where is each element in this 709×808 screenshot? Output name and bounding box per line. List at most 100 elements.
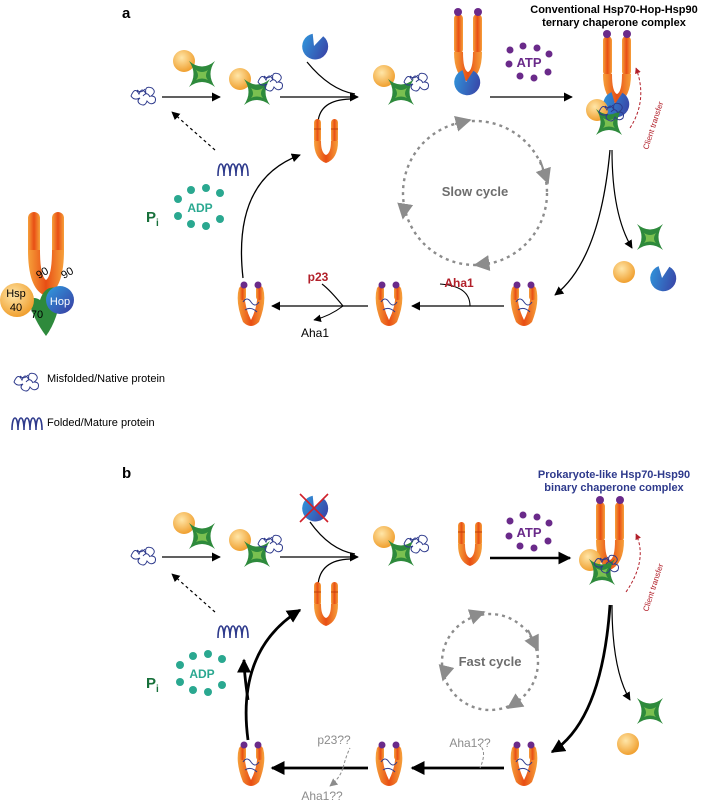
misfolded-protein-icon — [130, 546, 156, 566]
cycle-arrowhead — [438, 664, 455, 682]
aha1-label: Aha1?? — [449, 736, 491, 750]
fast-cycle-label: Fast cycle — [459, 654, 522, 669]
hsp90-closed-client-1 — [510, 741, 538, 787]
panel-a-title-line1: Conventional Hsp70-Hop-Hsp90 — [530, 4, 697, 16]
key-hsp40-line2: 40 — [10, 302, 22, 314]
maturation-arrow — [171, 111, 216, 151]
legend-folded-label: Folded/Mature protein — [47, 417, 155, 429]
cycle-arrowhead — [524, 629, 539, 652]
cycle-arrowhead — [397, 202, 414, 220]
key-hsp90-left: 90 — [34, 265, 51, 282]
misfolded-protein-icon — [130, 86, 156, 106]
client-transfer-arrow — [629, 67, 642, 129]
legend-misfolded-label: Misfolded/Native protein — [47, 373, 165, 385]
hsp70-client-complex — [373, 526, 429, 566]
folded-protein-icon — [217, 163, 249, 177]
key-hsp70: 70 — [31, 309, 43, 321]
aha1-release-label: Aha1 — [301, 326, 329, 340]
hsp90-joining-curve — [317, 558, 351, 586]
key-diagram: 90 90 Hsp 40 70 Hop — [0, 212, 76, 336]
hsp90-open — [457, 521, 483, 567]
hsp90-closed-client-3 — [237, 741, 265, 787]
hsp90-closed-client-2 — [375, 741, 403, 787]
arrow — [237, 658, 252, 701]
pi-label: Pi — [146, 209, 159, 229]
cycle-arrowhead — [473, 255, 491, 272]
fast-cycle-ring — [440, 612, 540, 712]
cycle-arrowhead — [506, 693, 525, 709]
hsp90-closed-client-1 — [510, 281, 538, 327]
binary-complex — [579, 496, 624, 585]
hop-joining-curve — [309, 521, 356, 555]
adp-label: ADP — [187, 201, 212, 215]
key-hop: Hop — [50, 296, 70, 308]
aha1-label: Aha1 — [444, 276, 474, 290]
aha1-release-curve — [329, 767, 344, 787]
hop-joining-curve — [306, 61, 356, 95]
aha1-release-curve — [313, 305, 344, 323]
panel-b-title-line2: binary chaperone complex — [544, 482, 684, 494]
client-transfer-arrow — [625, 533, 641, 593]
maturation-arrow — [171, 573, 216, 613]
aha1-release-label: Aha1?? — [301, 789, 343, 803]
hsp70-released-icon — [637, 224, 663, 250]
slow-cycle-label: Slow cycle — [442, 184, 508, 199]
hsp70-released-icon — [637, 698, 663, 724]
arrow — [550, 604, 612, 754]
p23-release-curve — [321, 283, 344, 307]
cycle-arrowhead — [467, 609, 486, 625]
aha1-joining-curve — [477, 743, 484, 769]
aha1-joining-curve — [439, 283, 471, 307]
hsp40-released-icon — [617, 733, 639, 755]
client-transfer-label: Client transfer — [641, 100, 665, 150]
hsp90-closed-client-2 — [375, 281, 403, 327]
atp-label: ATP — [516, 55, 541, 70]
hsp90-open-released — [313, 581, 339, 627]
panel-a-title-line2: ternary chaperone complex — [542, 17, 687, 29]
p23-release-curve — [342, 747, 351, 769]
folded-protein-icon — [217, 625, 249, 639]
hsp40-hsp70-client-complex — [229, 68, 283, 105]
panel-b-title-line1: Prokaryote-like Hsp70-Hsp90 — [538, 469, 690, 481]
ternary-complex — [586, 30, 634, 135]
atp-cluster: ATP — [505, 42, 553, 82]
key-hsp40-line1: Hsp — [6, 288, 26, 300]
hop-icon — [298, 29, 332, 64]
hsp90-open-with-hop — [449, 8, 485, 101]
panel-b-label: b — [122, 465, 131, 482]
pi-label: Pi — [146, 675, 159, 695]
legend-misfolded-icon — [13, 372, 39, 392]
legend-folded-icon — [11, 417, 43, 431]
hsp40-hsp70-pair — [173, 50, 215, 87]
arrow — [244, 608, 302, 741]
hsp90-joining-curve — [317, 98, 351, 123]
cycle-arrowhead — [535, 159, 551, 185]
panel-a-label: a — [122, 5, 131, 22]
hsp70-hop-client-complex — [373, 65, 429, 105]
arrow — [554, 149, 611, 296]
hsp90-open-released — [313, 118, 339, 164]
arrow — [611, 604, 631, 701]
hsp40-released-icon — [613, 261, 635, 283]
panel-a: a Conventional Hsp70-Hop-Hsp90 ternary c… — [122, 4, 698, 340]
hsp90-closed-client-3 — [237, 281, 265, 327]
arrow — [240, 153, 301, 279]
cycle-arrowhead — [454, 115, 472, 132]
arrow — [611, 149, 633, 249]
panel-b: b Prokaryote-like Hsp70-Hsp90 binary cha… — [122, 465, 690, 803]
adp-label: ADP — [189, 667, 214, 681]
p23-label: p23?? — [317, 733, 351, 747]
key-hsp90-right: 90 — [59, 265, 76, 282]
hop-released-icon — [645, 260, 681, 297]
adp-cluster: ADP — [176, 650, 226, 696]
hop-excluded-icon — [298, 491, 332, 526]
hsp40-hsp70-pair — [173, 512, 215, 549]
p23-label: p23 — [308, 270, 329, 284]
atp-cluster: ATP — [505, 511, 553, 552]
client-transfer-label: Client transfer — [641, 562, 665, 612]
adp-cluster: ADP — [174, 184, 224, 230]
atp-label: ATP — [516, 525, 541, 540]
legend: Misfolded/Native protein Folded/Mature p… — [11, 372, 165, 431]
hsp40-hsp70-client-complex — [229, 529, 283, 567]
